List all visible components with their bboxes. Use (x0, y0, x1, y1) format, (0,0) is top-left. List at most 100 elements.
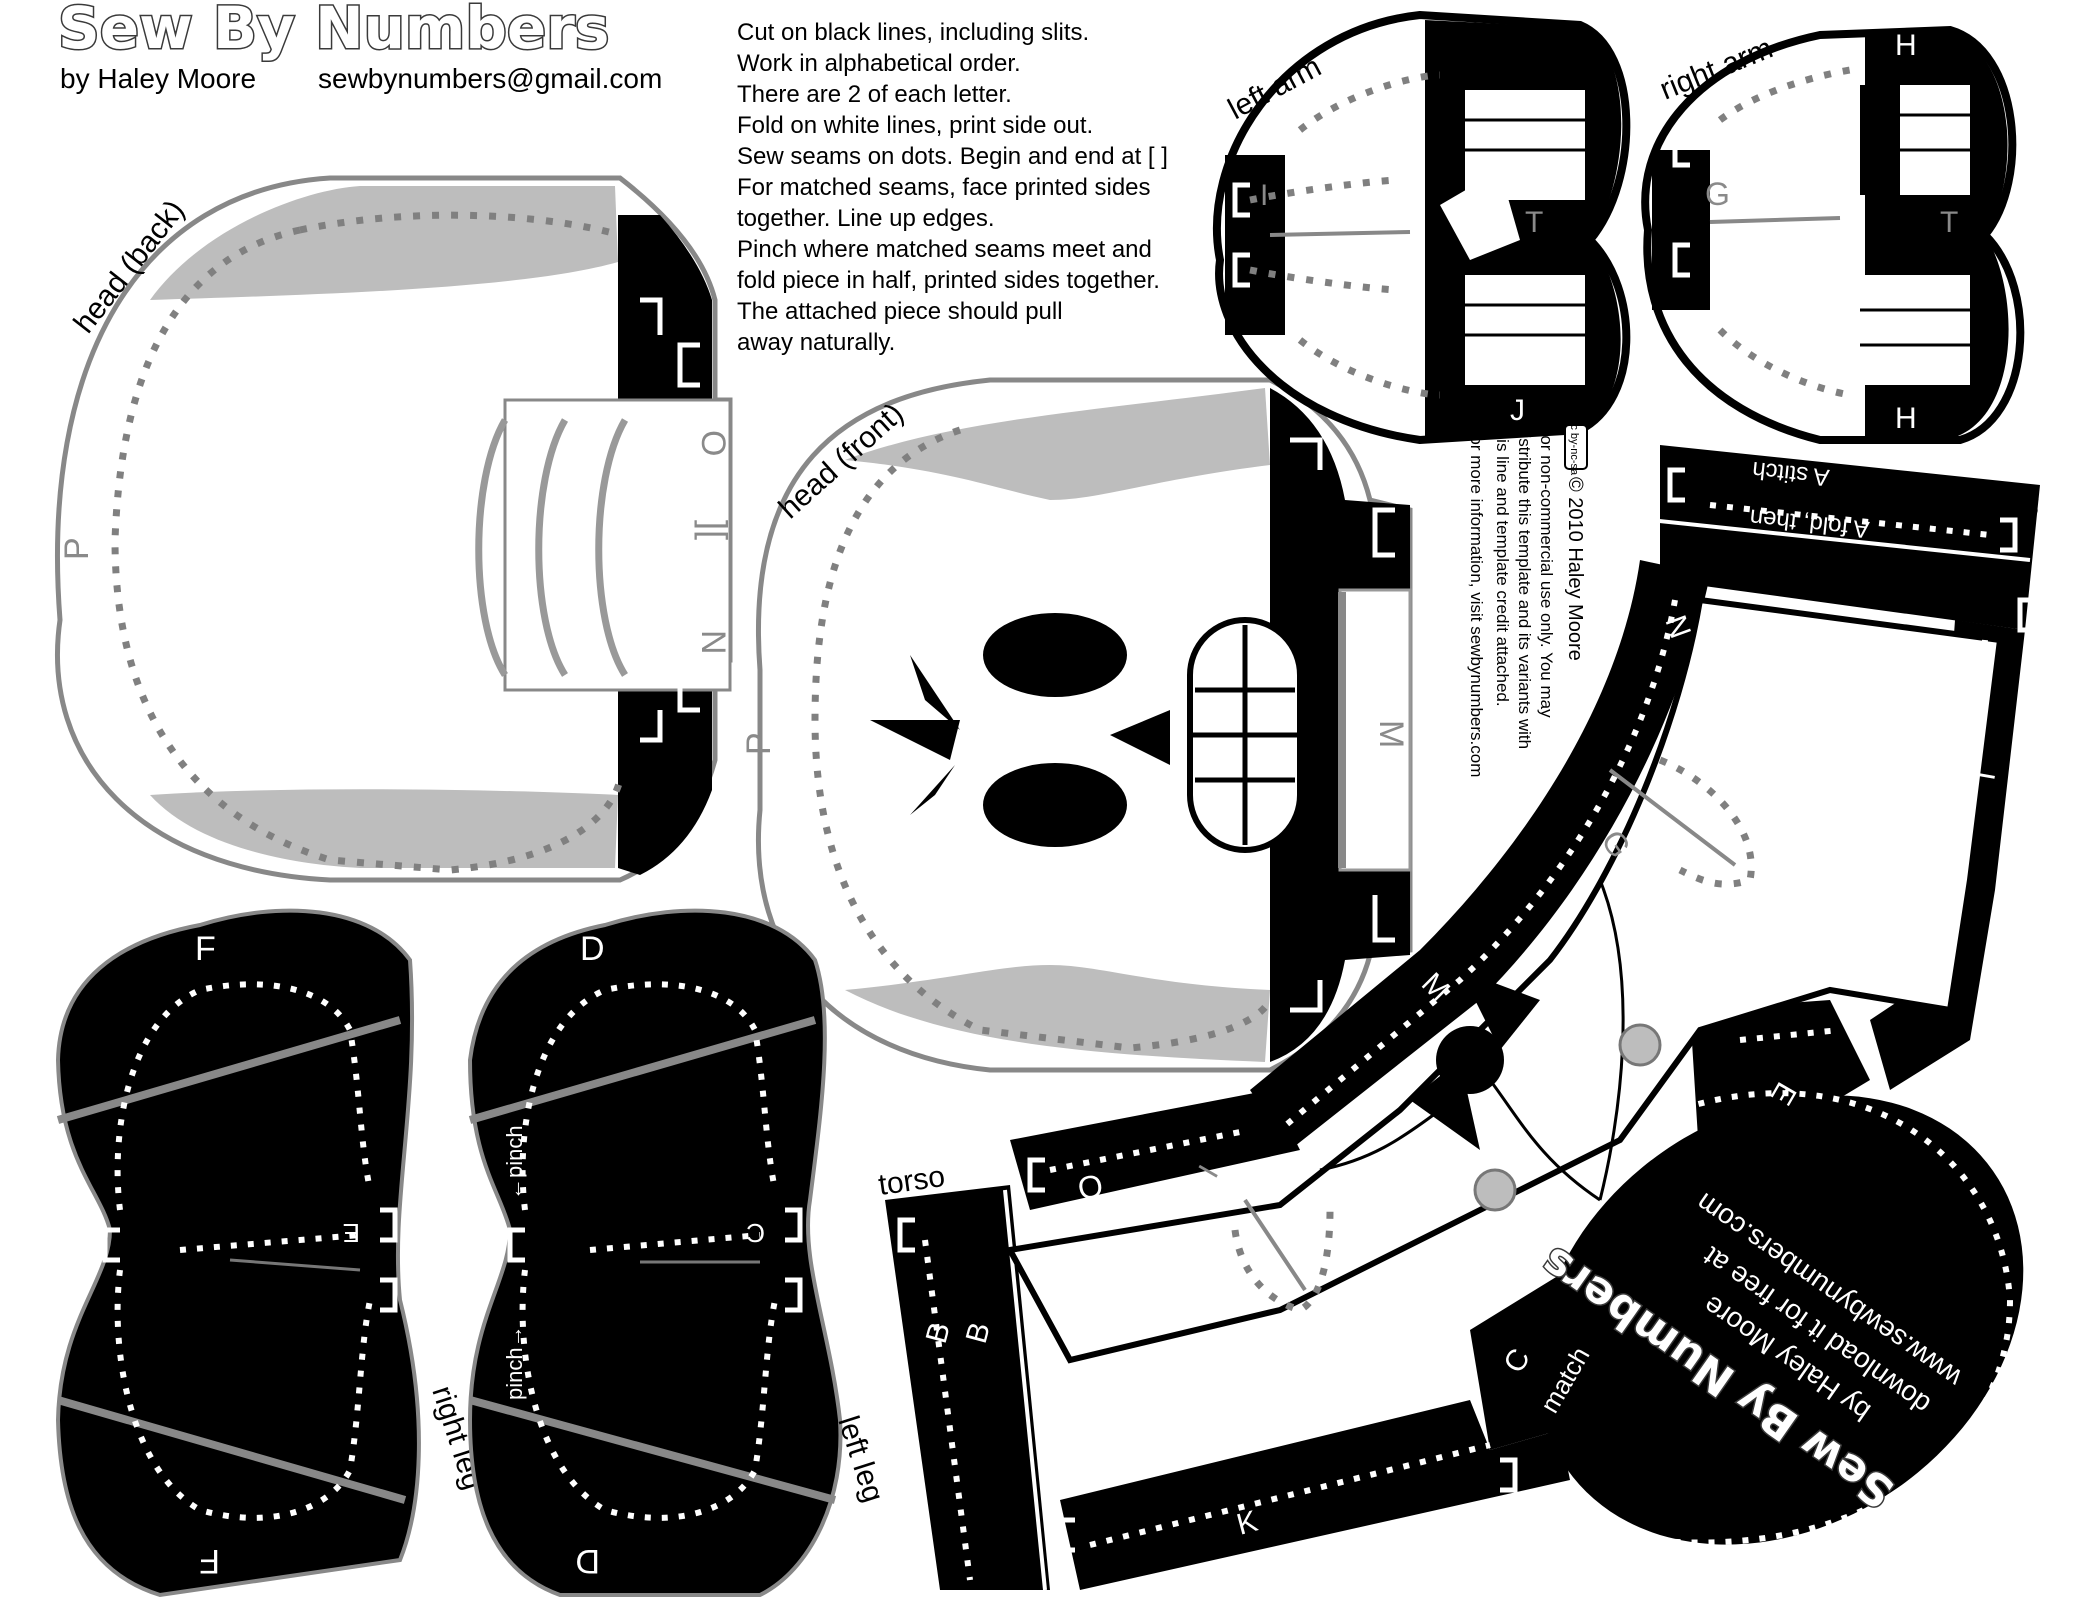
slit-line (1269, 230, 1411, 237)
torso-piece: torso START A fold, then A stitch N L G … (876, 445, 2054, 1600)
mark-m: M (1372, 720, 1410, 748)
head-front-fold-panel (1338, 588, 1412, 872)
seam-dots (589, 1232, 761, 1253)
seam-dots (519, 1269, 778, 1521)
seam-dots (1709, 502, 1991, 538)
seam-dots (114, 1269, 373, 1521)
fold-line (475, 418, 509, 677)
license-line: distribute this template and its variant… (1515, 425, 1534, 749)
seam-bracket (785, 1207, 803, 1313)
nose (1110, 710, 1170, 765)
right-leg-piece: F E F right leg (55, 908, 490, 1598)
seam-bracket (102, 1227, 120, 1263)
seam-bracket (380, 1207, 398, 1313)
bowtie-wing (1460, 970, 1540, 1050)
head-back-piece: P O N ][ head (back) (54, 175, 735, 883)
seam-dots (1231, 1209, 1334, 1314)
torso-left-strip (1250, 560, 1710, 1150)
license-copyright: © 2010 Haley Moore (1564, 477, 1586, 661)
left-leg-piece: D C D ←pinch pinch→ left leg (467, 908, 890, 1597)
instruction-line: There are 2 of each letter. (737, 81, 1012, 108)
slit-line (1243, 1198, 1307, 1292)
torso-b-strip (885, 1185, 1050, 1590)
instruction-line: away naturally. (737, 329, 895, 356)
mark-j: J (2018, 1318, 2054, 1343)
fold-line (56, 1016, 402, 1124)
seam-bracket (1027, 1157, 1045, 1193)
mark-i: I (1260, 179, 1268, 212)
instruction-line: Pinch where matched seams meet and (737, 236, 1152, 263)
byline: by Haley Moore (60, 63, 256, 94)
mark-f: F (195, 930, 216, 968)
instruction-line: Work in alphabetical order. (737, 50, 1021, 77)
pinch-label: pinch→ (502, 1325, 527, 1400)
mark-h: H (1895, 402, 1917, 435)
seam-dots (1089, 1442, 1491, 1548)
button (1473, 1168, 1517, 1212)
mark-e: E (343, 1218, 360, 1248)
mark-n: N (694, 630, 732, 655)
seam-dots (111, 226, 624, 874)
shirt-panel (1860, 275, 1970, 385)
mark-l: L (1965, 769, 2000, 791)
instruction-line: fold piece in half, printed sides togeth… (737, 267, 1160, 294)
seam-dots (1942, 639, 1988, 991)
seam-dots (811, 426, 1274, 1052)
cc-license-icon (1564, 424, 1588, 470)
head-front-piece: P M head (front) (740, 377, 1413, 1073)
label-start: START (1944, 488, 2040, 521)
right-arm-piece: H G T H right arm (1641, 25, 2025, 444)
seam-bracket (1290, 437, 1323, 1013)
mark-p: P (740, 732, 778, 755)
left-arm-piece: I T J left arm (1212, 10, 1631, 445)
mark-k: K (1719, 1563, 1749, 1600)
mark-o: O (1075, 1167, 1106, 1207)
start-strip (1660, 445, 2040, 630)
vest-line (1319, 1108, 1441, 1172)
logo-title: Sew By Numbers (58, 0, 609, 62)
seam-dots (299, 211, 621, 239)
fold-line (468, 1396, 837, 1504)
left-eye (983, 613, 1127, 697)
cc-badge-text: cc by-nc-sa (1568, 419, 1580, 476)
seam-dots (179, 1232, 361, 1253)
button (1618, 1023, 1662, 1067)
instruction-line: The attached piece should pull (737, 298, 1063, 325)
seam-bracket (2000, 517, 2018, 553)
seam-bracket (1672, 132, 1690, 278)
license-line: this line and template credit attached. (1493, 425, 1512, 707)
instruction-line: Cut on black lines, including slits. (737, 19, 1089, 46)
license-line: For more information, visit sewbynumbers… (1467, 425, 1486, 777)
torso-k-strip (1060, 1400, 1570, 1590)
eyelash (910, 655, 960, 730)
license-line: For non-commercial use only. You may (1537, 425, 1556, 718)
seam-dots (1717, 327, 1851, 399)
mark-d: D (580, 930, 605, 968)
right-eye (983, 763, 1127, 847)
seam-bracket (677, 342, 700, 713)
seam-dots (922, 1239, 973, 1581)
pinch-label: ←pinch (502, 1125, 527, 1200)
torso-shirt (1005, 596, 2004, 1364)
mark-g: G (1705, 176, 1730, 212)
bowtie-knot (1436, 1026, 1504, 1094)
seam-bracket (1500, 1457, 1518, 1493)
head-back-top-shade (150, 186, 618, 300)
mark-j: J (1510, 394, 1525, 427)
instruction-line: Sew seams on dots. Begin and end at [ ] (737, 143, 1168, 170)
seam-bracket (1667, 467, 1685, 503)
shirt-panel (1465, 275, 1585, 385)
left-leg-outline (467, 908, 843, 1597)
instructions: Cut on black lines, including slits. Wor… (737, 19, 1168, 356)
license-block: cc by-nc-sa © 2010 Haley Moore For non-c… (1467, 419, 1588, 777)
seam-bracket (1372, 507, 1395, 943)
seam-bracket (640, 297, 663, 743)
slit-line (229, 1258, 361, 1272)
right-arm-cuff (1652, 150, 1710, 310)
eyelash (870, 720, 960, 760)
seam-bracket (2017, 597, 2035, 633)
seam-bracket (897, 1217, 915, 1253)
slit-line (1709, 216, 1841, 224)
head-front-bottom-shade (845, 965, 1270, 1062)
